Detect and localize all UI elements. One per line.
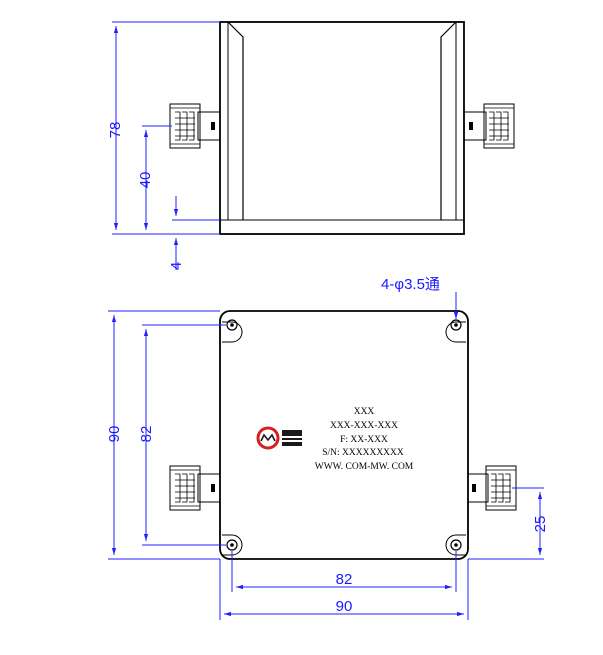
hole-note-label: 4-φ3.5通 — [381, 276, 440, 293]
dim-top-height-outer: 90 — [106, 310, 220, 560]
hole-note: 4-φ3.5通 — [381, 276, 459, 319]
dim-side-connector: 40 — [137, 125, 172, 230]
side-view-body — [219, 21, 465, 235]
label-line-3: F: XX-XXX — [340, 435, 388, 445]
product-label: XXX XXX-XXX-XXX F: XX-XXX S/N: XXXXXXXXX… — [315, 407, 414, 472]
dim-side-total-label: 78 — [107, 122, 124, 139]
mounting-hole-icon — [445, 319, 466, 343]
label-line-4: S/N: XXXXXXXXX — [322, 448, 404, 458]
dim-top-width-holes: 82 — [231, 551, 457, 592]
mounting-hole-icon — [222, 319, 243, 343]
dim-side-connector-label: 40 — [137, 172, 154, 189]
dim-side-base: 4 — [168, 196, 220, 270]
dim-top-height-holes-label: 82 — [138, 426, 155, 443]
label-line-1: XXX — [354, 407, 375, 417]
dim-top-width-holes-label: 82 — [336, 571, 353, 588]
top-view: 4-φ3.5通 — [106, 276, 549, 620]
side-left-connector-icon — [169, 103, 221, 149]
dim-side-total: 78 — [107, 21, 220, 235]
dim-top-width-outer-label: 90 — [336, 598, 353, 615]
side-right-connector-icon — [463, 103, 515, 149]
dim-side-base-label: 4 — [168, 262, 185, 270]
dim-top-width-outer: 90 — [219, 559, 469, 620]
mounting-hole-icon — [445, 534, 466, 556]
label-line-2: XXX-XXX-XXX — [330, 421, 398, 431]
dim-top-height-holes: 82 — [138, 324, 226, 546]
top-view-body — [219, 310, 469, 560]
label-line-5: WWW. COM-MW. COM — [315, 462, 414, 472]
top-right-connector-icon — [467, 465, 517, 511]
mounting-hole-icon — [222, 534, 243, 556]
side-view: 78 40 4 — [107, 21, 515, 270]
side-view-left-rail — [227, 21, 244, 220]
dim-top-height-outer-label: 90 — [106, 426, 123, 443]
dim-top-connector-offset: 25 — [468, 487, 549, 560]
dim-top-connector-offset-label: 25 — [532, 516, 549, 533]
top-left-connector-icon — [169, 465, 221, 511]
com-mw-logo-icon — [256, 426, 302, 450]
side-view-right-rail — [440, 21, 457, 220]
